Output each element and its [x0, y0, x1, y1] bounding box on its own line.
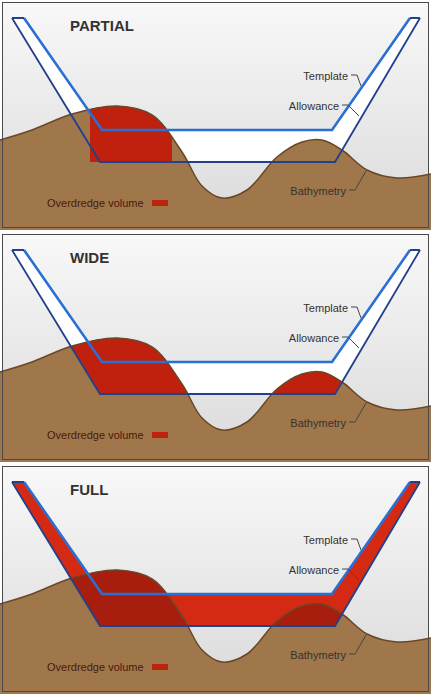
- panel-title: PARTIAL: [70, 17, 134, 34]
- leader-lines: [342, 307, 366, 422]
- allowance-line: [12, 250, 420, 394]
- panel-illustration: [0, 466, 431, 694]
- diagram-panel: WIDE TemplateAllowanceBathymetryOverdredg…: [2, 234, 429, 460]
- leader-line: [351, 539, 361, 550]
- overdredge-volume: [12, 250, 420, 394]
- leader-lines: [342, 539, 366, 654]
- legend-text: Overdredge volume: [47, 661, 144, 673]
- template-line: [24, 250, 410, 362]
- panel-title: FULL: [70, 481, 108, 498]
- allowance-line: [12, 18, 420, 162]
- legend-swatch: [152, 664, 168, 670]
- bathymetry-label: Bathymetry: [290, 417, 346, 429]
- allowance-label: Allowance: [289, 332, 339, 344]
- template-label: Template: [303, 534, 348, 546]
- legend-swatch: [152, 200, 168, 206]
- panel-illustration: [0, 2, 431, 230]
- legend-swatch: [152, 432, 168, 438]
- leader-line: [342, 569, 359, 580]
- allowance-label: Allowance: [289, 100, 339, 112]
- leader-lines: [342, 75, 366, 190]
- allowance-line: [12, 482, 420, 626]
- seabed: [0, 570, 431, 694]
- leader-line: [351, 307, 361, 318]
- allowance-label: Allowance: [289, 564, 339, 576]
- panel-title: WIDE: [70, 249, 109, 266]
- panel-illustration: [0, 234, 431, 462]
- diagram-panel: PARTIAL TemplateAllowanceBathymetryOverdr…: [2, 2, 429, 228]
- leader-line: [342, 337, 359, 348]
- template-line: [24, 18, 410, 130]
- bathymetry-label: Bathymetry: [290, 649, 346, 661]
- overdredge-volume: [12, 482, 420, 626]
- diagram-panel: FULL TemplateAllowanceBathymetryOverdredg…: [2, 466, 429, 692]
- legend-text: Overdredge volume: [47, 197, 144, 209]
- leader-line: [342, 105, 359, 116]
- bathymetry-line: [0, 338, 431, 430]
- leader-line: [351, 75, 361, 86]
- leader-line: [349, 635, 366, 654]
- template-label: Template: [303, 302, 348, 314]
- seabed: [0, 106, 431, 230]
- seabed: [0, 338, 431, 462]
- bathymetry-line: [0, 106, 431, 198]
- bathymetry-line: [0, 570, 431, 662]
- legend-text: Overdredge volume: [47, 429, 144, 441]
- leader-line: [349, 403, 366, 422]
- leader-line: [349, 171, 366, 190]
- template-label: Template: [303, 70, 348, 82]
- bathymetry-label: Bathymetry: [290, 185, 346, 197]
- template-line: [24, 482, 410, 594]
